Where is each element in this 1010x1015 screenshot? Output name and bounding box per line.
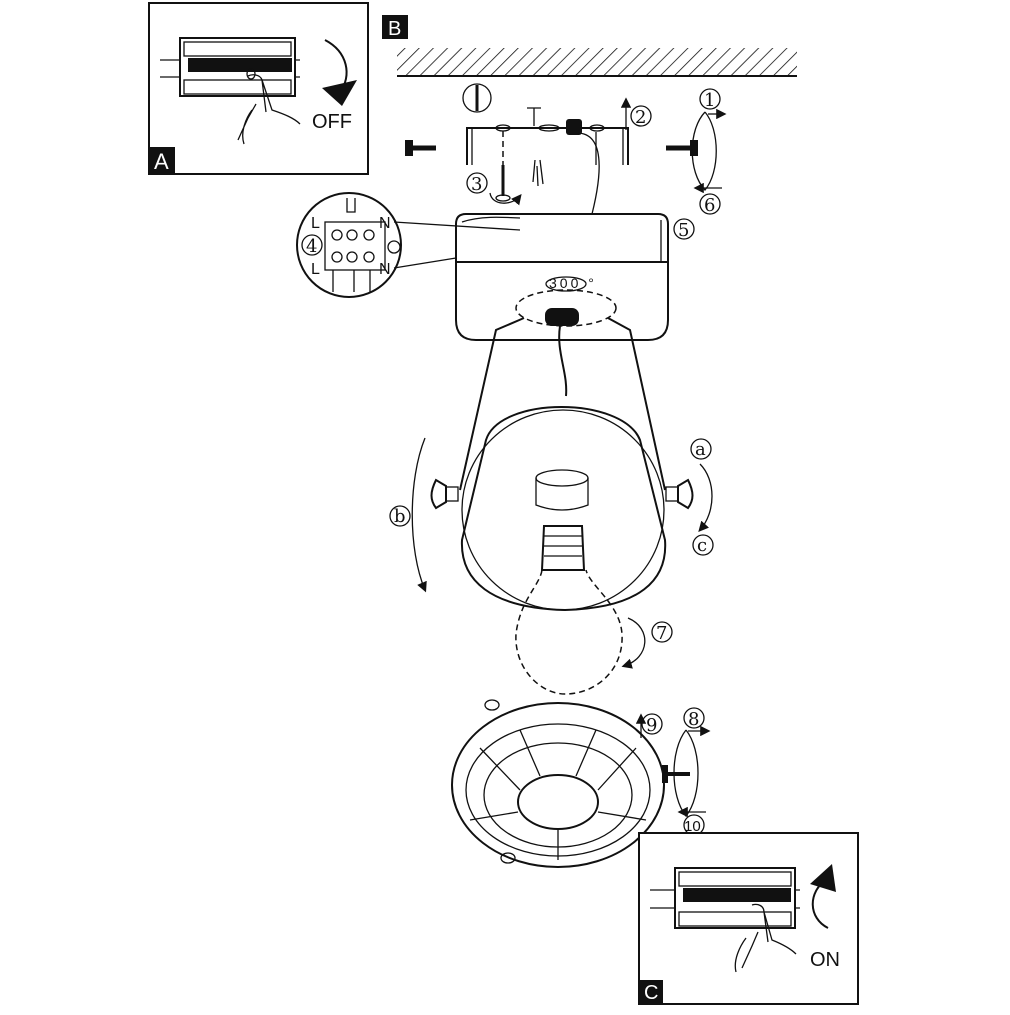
tilt-knob-icon [430, 478, 459, 510]
svg-text:4: 4 [306, 236, 317, 257]
step-8: 8 [683, 707, 705, 730]
wall-plug-icon [527, 107, 541, 126]
terminal-label-live-bottom: L [311, 261, 320, 278]
rotation-label: 300 ° [549, 275, 597, 291]
step-1: 1 [699, 88, 721, 111]
svg-text:5: 5 [678, 220, 689, 241]
supply-cable [575, 132, 600, 215]
hand-icon [734, 903, 797, 973]
step-3: 3 [466, 172, 488, 195]
supply-wires [532, 159, 544, 187]
bulb-socket [535, 469, 589, 511]
panel-c-letter: C [644, 982, 658, 1004]
terminal-label-live-top: L [311, 215, 320, 232]
ceiling [397, 48, 797, 77]
panel-b-letter: B [388, 18, 401, 40]
tilt-knob-icon [665, 478, 694, 510]
tilt-arrow-icon [411, 437, 427, 593]
terminal-block-callout: L N L N [296, 192, 521, 298]
swivel-knob [545, 308, 579, 326]
hand-icon [237, 68, 301, 145]
step-9: 9 [641, 713, 663, 736]
cord [558, 325, 568, 397]
svg-text:9: 9 [646, 715, 657, 736]
breaker-icon [650, 867, 800, 929]
step-6: 6 [699, 193, 721, 216]
panel-c-breaker-on: ON C [638, 832, 859, 1005]
lamp-guard [451, 699, 690, 868]
panel-a-letter: A [154, 149, 169, 174]
svg-text:7: 7 [656, 623, 667, 644]
step-2: 2 [630, 105, 652, 128]
svg-text:6: 6 [704, 195, 715, 216]
adjust-label-c: c [692, 534, 714, 556]
terminal-label-neutral-top: N [379, 215, 391, 232]
svg-text:1: 1 [704, 90, 715, 111]
svg-text:8: 8 [688, 709, 699, 730]
svg-text:a: a [695, 439, 706, 460]
off-arrowhead-icon [322, 80, 357, 106]
panel-b-tag: B [382, 15, 408, 40]
mounting-bracket [466, 119, 629, 165]
svg-text:2: 2 [635, 107, 646, 128]
adjust-label-a: a [690, 438, 712, 460]
svg-text:c: c [697, 535, 707, 556]
on-arrowhead-icon [810, 864, 836, 892]
swivel-joint [545, 276, 587, 292]
breaker-icon [160, 37, 300, 97]
step-7: 7 [651, 621, 673, 644]
rotation-path [515, 289, 617, 327]
svg-text:3: 3 [471, 174, 482, 195]
rotate-arrow-icon [691, 111, 717, 191]
svg-text:10: 10 [684, 818, 701, 835]
off-label: OFF [312, 111, 352, 133]
screw-icon [405, 140, 436, 156]
screw-icon [666, 140, 698, 156]
step-5: 5 [673, 218, 695, 241]
rotate-arrow-icon [489, 192, 522, 206]
wall-plug-icon [462, 83, 492, 113]
panel-a-breaker-off: OFF A [148, 2, 369, 175]
bulb-rotate-arrow-icon [621, 617, 646, 669]
terminal-label-neutral-bottom: N [379, 261, 391, 278]
tighten-arrow-icon [698, 463, 713, 532]
svg-text:b: b [394, 506, 406, 527]
yoke [459, 317, 666, 491]
light-bulb [515, 525, 623, 695]
adjust-label-b: b [389, 505, 411, 527]
screw-icon [495, 165, 511, 202]
on-label: ON [810, 949, 840, 971]
lamp-shade [460, 406, 667, 612]
step-4: 4 [301, 234, 323, 257]
